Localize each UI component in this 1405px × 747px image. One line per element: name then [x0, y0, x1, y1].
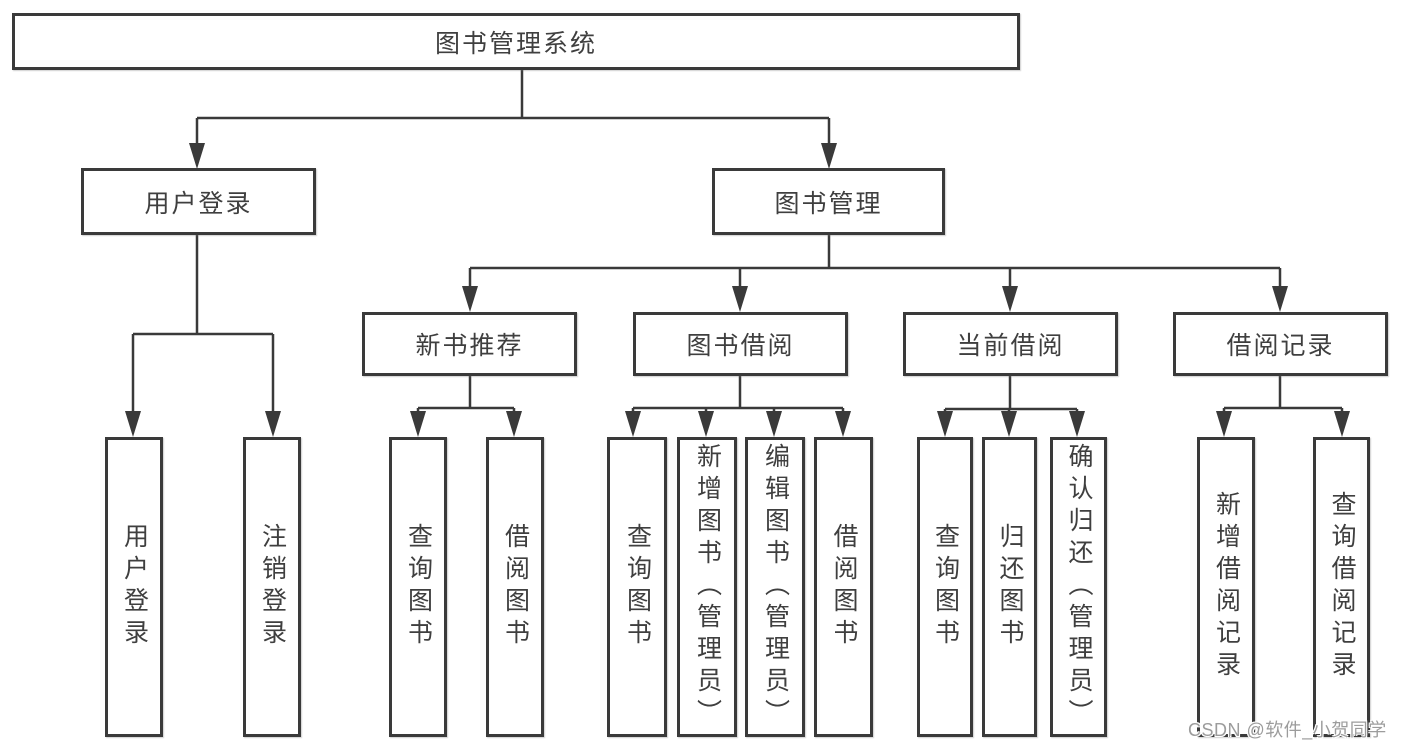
node-label: 归还图书 [996, 523, 1024, 651]
node-label: 查询图书 [404, 523, 433, 651]
leaf-user-login: 用户登录 [105, 437, 163, 737]
node-book-management: 图书管理 [712, 168, 945, 235]
node-label: 图书借阅 [686, 332, 795, 360]
node-label: 新增图书（管理员） [693, 443, 722, 731]
leaf-add-books-admin: 新增图书（管理员） [677, 437, 737, 737]
leaf-query-books-current: 查询图书 [917, 437, 973, 737]
node-label: 确认归还（管理员） [1065, 443, 1093, 731]
node-label: 查询借阅记录 [1328, 491, 1356, 683]
node-label: 查询图书 [931, 523, 960, 651]
arrow-heads [125, 143, 1350, 437]
node-label: 注销登录 [258, 523, 287, 651]
node-user-login: 用户登录 [81, 168, 316, 235]
node-label: 图书管理系统 [434, 29, 597, 58]
leaf-return-books: 归还图书 [982, 437, 1037, 737]
node-label: 图书管理 [774, 189, 883, 218]
node-label: 编辑图书（管理员） [761, 443, 790, 731]
node-label: 借阅图书 [830, 523, 858, 651]
node-current-borrowing: 当前借阅 [903, 312, 1118, 376]
node-library-system: 图书管理系统 [12, 13, 1020, 70]
leaf-query-borrow-record: 查询借阅记录 [1313, 437, 1370, 737]
node-book-borrowing: 图书借阅 [633, 312, 848, 376]
node-label: 当前借阅 [956, 332, 1065, 360]
leaf-add-borrow-record: 新增借阅记录 [1197, 437, 1255, 737]
node-label: 借阅记录 [1226, 332, 1335, 360]
node-borrowing-records: 借阅记录 [1173, 312, 1388, 376]
node-new-book-recommendation: 新书推荐 [362, 312, 577, 376]
tree-rails [133, 70, 1342, 411]
leaf-query-books-borrowing: 查询图书 [607, 437, 667, 737]
leaf-borrow-books: 借阅图书 [814, 437, 873, 737]
csdn-watermark: CSDN @软件_小贺同学 [1188, 720, 1387, 740]
node-label: 查询图书 [623, 523, 652, 651]
leaf-confirm-return-admin: 确认归还（管理员） [1050, 437, 1107, 737]
node-label: 用户登录 [120, 523, 149, 651]
node-label: 用户登录 [144, 189, 253, 218]
leaf-query-books-recommend: 查询图书 [389, 437, 447, 737]
leaf-edit-books-admin: 编辑图书（管理员） [745, 437, 805, 737]
node-label: 新增借阅记录 [1212, 491, 1241, 683]
node-label: 新书推荐 [415, 332, 524, 360]
leaf-borrow-books-recommend: 借阅图书 [486, 437, 544, 737]
node-label: 借阅图书 [501, 523, 530, 651]
leaf-logout: 注销登录 [243, 437, 301, 737]
